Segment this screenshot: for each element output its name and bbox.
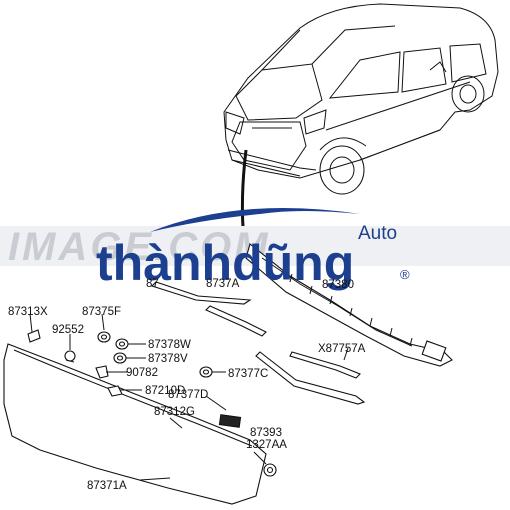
label-87210D: 87210D [145, 385, 185, 397]
clip-92552 [64, 350, 76, 363]
label-87313X: 87313X [8, 306, 48, 318]
logo-name-text: thànhdũng [96, 235, 354, 291]
grommet-87378W [115, 338, 129, 350]
clip-90782 [95, 365, 109, 379]
part-labels: 87313X 87375F 92552 87378W 87378V 90782 … [8, 278, 366, 492]
lamp-bracket-87380 [245, 243, 453, 367]
switch-87312G [218, 414, 242, 428]
brand-logo: Auto thànhdũng ® [96, 208, 410, 291]
label-87375F: 87375F [82, 306, 121, 318]
label-87377C: 87377C [228, 368, 268, 380]
nut-87393 [263, 463, 277, 477]
logo-swoosh [150, 208, 360, 232]
label-87378V: 87378V [148, 353, 188, 365]
upper-molding-strips [150, 281, 366, 405]
label-1327AA: 1327AA [246, 439, 287, 451]
label-87380: 87380 [322, 279, 354, 291]
logo-registered-mark: ® [400, 267, 410, 282]
label-87378W: 87378W [148, 339, 191, 351]
logo-auto-text: Auto [358, 223, 397, 244]
grommet-87375F [97, 331, 111, 343]
label-X87757A: X87757A [318, 343, 366, 355]
clip-87210D [107, 385, 123, 397]
watermark-text: IMAGE.COM [8, 225, 271, 269]
clip-87313X [27, 329, 41, 343]
label-87371A: 87371A [87, 480, 127, 492]
label-87377D: 87377D [168, 389, 208, 401]
grommet-87377C [199, 366, 213, 378]
car-illustration [223, 3, 499, 195]
label-87312G: 87312G [154, 406, 195, 418]
label-92552: 92552 [52, 324, 84, 336]
label-8737A: 8737A [206, 278, 240, 290]
grommet-87378V [113, 352, 127, 364]
label-90782: 90782 [126, 367, 158, 379]
leader-lines [29, 313, 349, 481]
main-garnish [3, 343, 267, 505]
label-87393: 87393 [250, 427, 282, 439]
label-87: 87 [146, 278, 159, 290]
